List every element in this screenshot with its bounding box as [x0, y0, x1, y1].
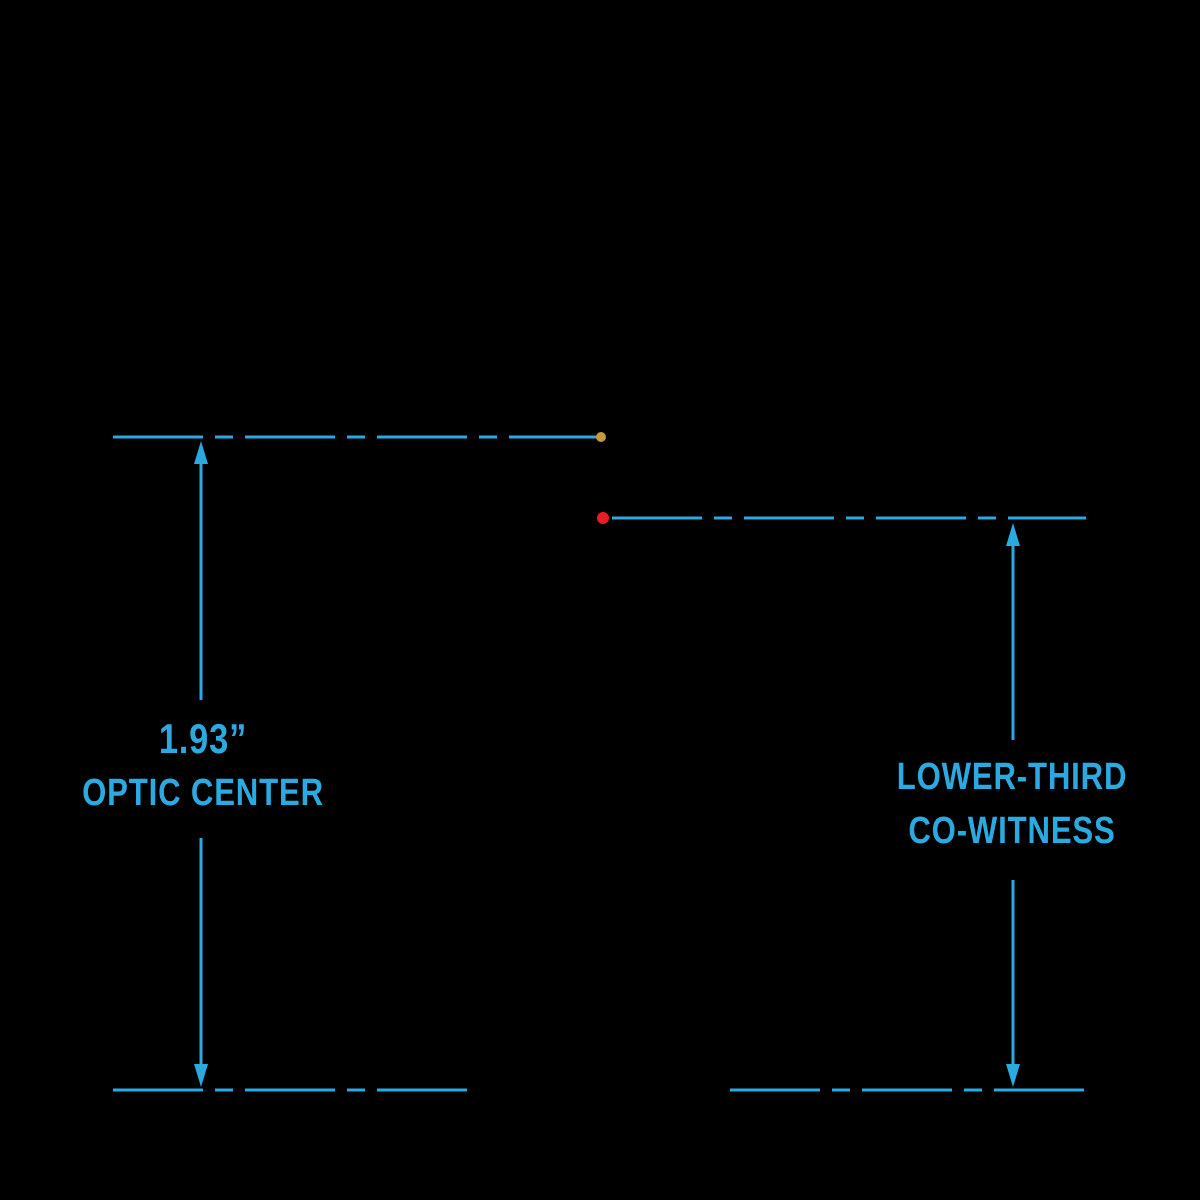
gold-dot-icon — [596, 432, 606, 442]
left-arrowhead-up-icon — [194, 441, 208, 464]
right-arrowhead-down-icon — [1006, 1064, 1020, 1087]
cowitness-caption-line1: LOWER-THIRD — [896, 756, 1128, 798]
right-dimension-label: LOWER-THIRD CO-WITNESS — [897, 758, 1128, 866]
optic-height-caption: OPTIC CENTER — [82, 772, 324, 814]
left-arrowhead-down-icon — [194, 1064, 208, 1087]
red-dot-icon — [597, 512, 609, 524]
cowitness-caption-line2: CO-WITNESS — [908, 810, 1116, 852]
right-arrowhead-up-icon — [1006, 523, 1020, 546]
left-dimension-label: 1.93” OPTIC CENTER — [82, 718, 324, 828]
optic-height-value: 1.93” — [158, 715, 248, 762]
